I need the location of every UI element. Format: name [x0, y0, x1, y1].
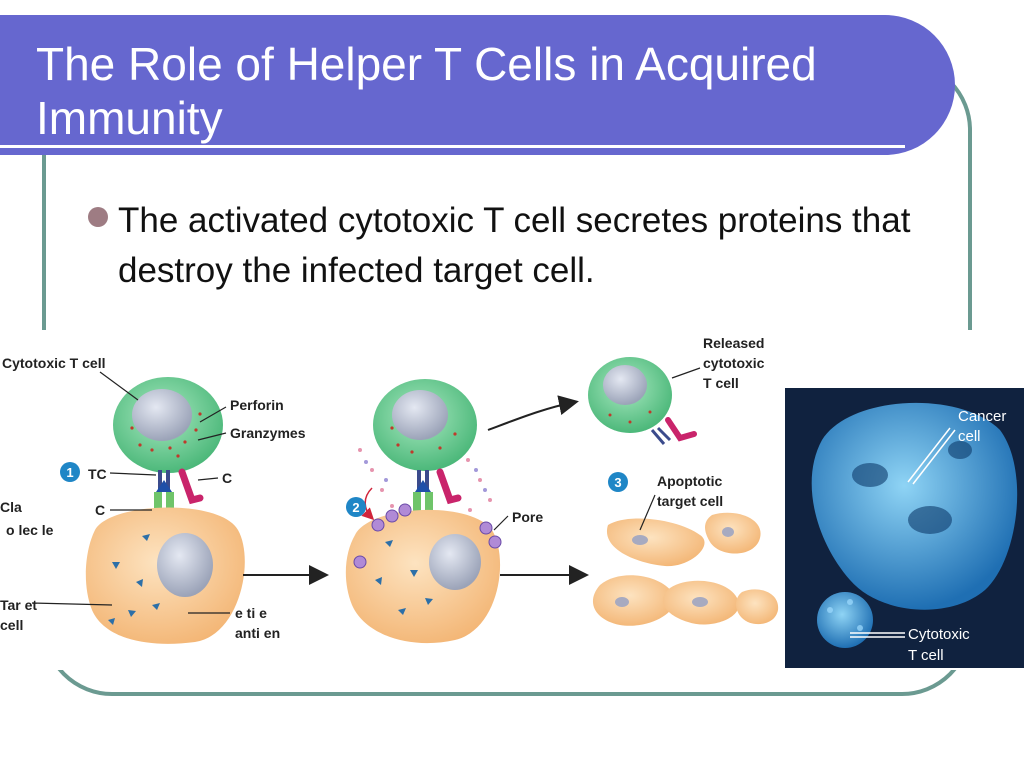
label-tc: TC	[88, 466, 107, 482]
labels-1: Cytotoxic T cell Perforin Granzymes TC C…	[0, 355, 306, 641]
step-number-1: 1	[66, 465, 73, 480]
bullet-dot-icon	[88, 207, 108, 227]
cd8-molecule-1	[178, 468, 204, 505]
perforin-pores	[353, 503, 502, 569]
t-cell-nucleus-2	[392, 390, 448, 440]
antigen-triangle-2	[415, 480, 431, 492]
micrograph-photo: Cancer cell Cytotoxic T cell	[785, 388, 1024, 668]
step-badge-1	[60, 462, 80, 482]
pore-leader-line	[493, 515, 509, 531]
label-c-left: C	[95, 502, 105, 518]
antigen-markers-1	[108, 534, 160, 625]
red-arrow	[361, 487, 375, 521]
label-perforin: Perforin	[230, 397, 284, 413]
granule-dots-1	[130, 412, 202, 458]
label-photo-cytotoxic-line2: T cell	[908, 647, 944, 664]
arrow-release	[487, 395, 579, 431]
label-apoptotic-line2: target cell	[657, 493, 723, 509]
panel-2: 2 Pore	[345, 379, 543, 644]
label-released-line2: cytotoxic	[703, 355, 765, 371]
mhc-molecule-1	[154, 492, 162, 514]
labels-released: Released cytotoxic T cell	[703, 335, 765, 391]
labels-photo: Cancer cell Cytotoxic T cell	[908, 408, 1006, 664]
step-number-3: 3	[614, 475, 621, 490]
bullet-text: The activated cytotoxic T cell secretes …	[118, 201, 911, 290]
label-c-right: C	[222, 470, 232, 486]
label-apoptotic-line1: Apoptotic	[657, 473, 723, 489]
figure-svg: 1 Cytotoxic T cell Perforin Granzymes TC…	[0, 335, 1024, 668]
leader-lines-1	[31, 371, 230, 614]
label-cytotoxic-t-cell: Cytotoxic T cell	[2, 355, 105, 371]
label-released-line1: Released	[703, 335, 764, 351]
secreted-granules	[358, 448, 492, 528]
target-nucleus-2	[429, 534, 481, 590]
label-pore: Pore	[512, 509, 543, 525]
labels-apoptotic: Apoptotic target cell	[657, 473, 723, 509]
t-cell-image	[817, 592, 873, 648]
photo-leader-lines	[850, 427, 956, 638]
label-foreign-antigen-line2: anti en	[235, 625, 280, 641]
panel-3: Released cytotoxic T cell 3 Apoptotic	[588, 335, 779, 626]
title-bar: The Role of Helper T Cells in Acquired I…	[0, 15, 955, 155]
step-badge-2	[346, 497, 366, 517]
target-nucleus-1	[157, 533, 213, 597]
step-badge-3	[608, 472, 628, 492]
title-underline	[0, 145, 905, 148]
cytotoxic-t-cell-figure: 1 Cytotoxic T cell Perforin Granzymes TC…	[0, 330, 1024, 670]
panel-1: 1 Cytotoxic T cell Perforin Granzymes TC…	[0, 355, 306, 644]
label-released-line3: T cell	[703, 375, 739, 391]
label-foreign-antigen-line1: e ti e	[235, 605, 267, 621]
label-granzymes: Granzymes	[230, 425, 306, 441]
label-target-cell-line1: Tar et	[0, 597, 37, 613]
label-target-cell-line2: cell	[0, 617, 23, 633]
antigen-triangle-1	[156, 480, 172, 492]
label-photo-cytotoxic-line1: Cytotoxic	[908, 626, 970, 643]
label-class-molecule-line1: Cla	[0, 499, 22, 515]
tcr-stalk-1	[158, 470, 162, 492]
step-number-2: 2	[352, 500, 359, 515]
slide-title: The Role of Helper T Cells in Acquired I…	[36, 38, 817, 144]
apoptotic-target-cell	[592, 512, 779, 626]
t-cell-nucleus-1	[132, 389, 192, 441]
label-cancer-line1: Cancer	[958, 408, 1006, 425]
label-class-molecule-line2: o lec le	[6, 522, 54, 538]
label-cancer-line2: cell	[958, 428, 981, 445]
